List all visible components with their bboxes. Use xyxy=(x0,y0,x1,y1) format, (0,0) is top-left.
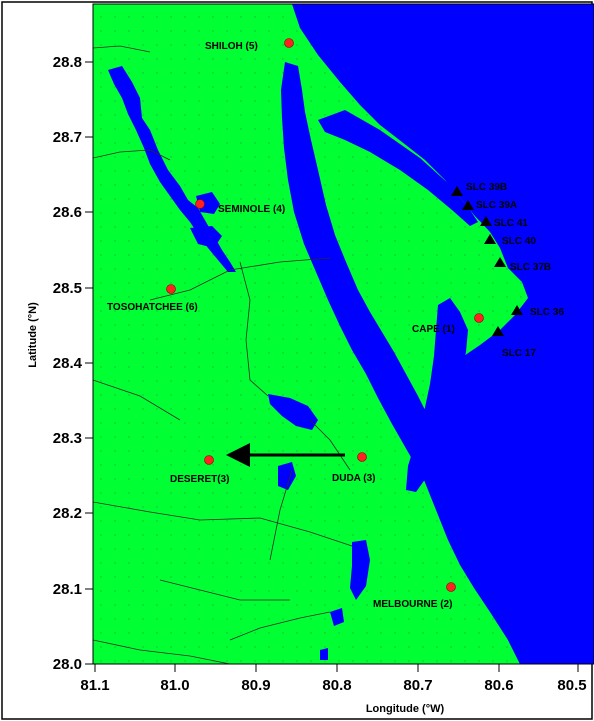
launch-site-label: SLC 40 xyxy=(502,236,536,247)
y-tick-label: 28.2 xyxy=(53,505,82,522)
launch-site-label: SLC 36 xyxy=(530,307,564,318)
launch-site-label: SLC 17 xyxy=(502,348,536,359)
station-marker xyxy=(284,38,294,48)
launch-site-label: SLC 41 xyxy=(494,218,528,229)
launch-site-label: SLC 39B xyxy=(466,182,507,193)
launch-sites-layer: SLC 39B SLC 39A SLC 41 SLC 40 SLC 37B SL… xyxy=(451,182,564,359)
lake-washington xyxy=(330,608,344,626)
y-tick-label: 28.0 xyxy=(53,656,82,673)
lake-harney xyxy=(268,394,318,430)
arrow xyxy=(226,443,345,467)
y-axis-label: Latitude (°N) xyxy=(27,302,39,368)
lake-jesup-area xyxy=(190,226,222,248)
banana-river xyxy=(406,298,468,492)
y-tick-label: 28.5 xyxy=(53,280,82,297)
station-marker xyxy=(195,199,205,209)
atlantic-ocean xyxy=(292,4,594,664)
tributaries xyxy=(93,45,353,664)
station-marker xyxy=(357,452,367,462)
stations-layer: SHILOH (5) SEMINOLE (4) TOSOHATCHEE (6) … xyxy=(107,38,484,610)
launch-site-marker xyxy=(494,257,506,267)
launch-site-marker xyxy=(480,216,492,226)
station-marker xyxy=(446,582,456,592)
launch-site-label: SLC 39A xyxy=(476,200,517,211)
lake-poinsett xyxy=(278,462,296,490)
lake-winder xyxy=(350,540,370,600)
station-label: SHILOH (5) xyxy=(205,41,258,52)
y-tick-label: 28.4 xyxy=(53,355,83,372)
y-tick-label: 28.3 xyxy=(53,430,82,447)
small-lake-south xyxy=(320,648,328,660)
station-marker xyxy=(166,284,176,294)
y-tick-label: 28.8 xyxy=(53,54,82,71)
st-johns-river-north xyxy=(108,66,236,272)
x-tick-label: 81.0 xyxy=(160,677,189,694)
station-label: TOSOHATCHEE (6) xyxy=(107,302,198,313)
y-tick-label: 28.6 xyxy=(53,204,82,221)
station-label: CAPE (1) xyxy=(412,324,455,335)
y-tick-label: 28.1 xyxy=(53,581,82,598)
mosquito-lagoon xyxy=(318,110,478,226)
launch-site-marker xyxy=(511,305,523,315)
station-marker xyxy=(204,455,214,465)
station-marker xyxy=(474,313,484,323)
x-axis: 81.1 81.0 80.9 80.8 80.7 80.6 80.5 Longi… xyxy=(80,663,594,715)
station-label: MELBOURNE (2) xyxy=(373,599,452,610)
launch-site-label: SLC 37B xyxy=(510,262,551,273)
y-axis: 28.8 28.7 28.6 28.5 28.4 28.3 28.2 28.1 … xyxy=(27,54,93,673)
y-tick-label: 28.7 xyxy=(53,129,82,146)
launch-site-marker xyxy=(484,234,496,244)
launch-site-marker xyxy=(492,326,504,336)
indian-river xyxy=(281,62,532,664)
station-label: SEMINOLE (4) xyxy=(218,204,285,215)
launch-site-marker xyxy=(462,200,474,210)
lake-near-seminole xyxy=(196,192,220,214)
x-tick-label: 80.5 xyxy=(557,677,586,694)
x-tick-label: 80.6 xyxy=(484,677,513,694)
station-label: DUDA (3) xyxy=(332,473,376,484)
station-label: DESERET(3) xyxy=(170,474,229,485)
x-tick-label: 80.8 xyxy=(322,677,351,694)
launch-site-marker xyxy=(451,186,463,196)
x-tick-label: 80.9 xyxy=(241,677,270,694)
x-tick-label: 80.7 xyxy=(403,677,432,694)
x-tick-label: 81.1 xyxy=(80,677,109,694)
x-axis-label: Longitude (°W) xyxy=(366,703,445,715)
